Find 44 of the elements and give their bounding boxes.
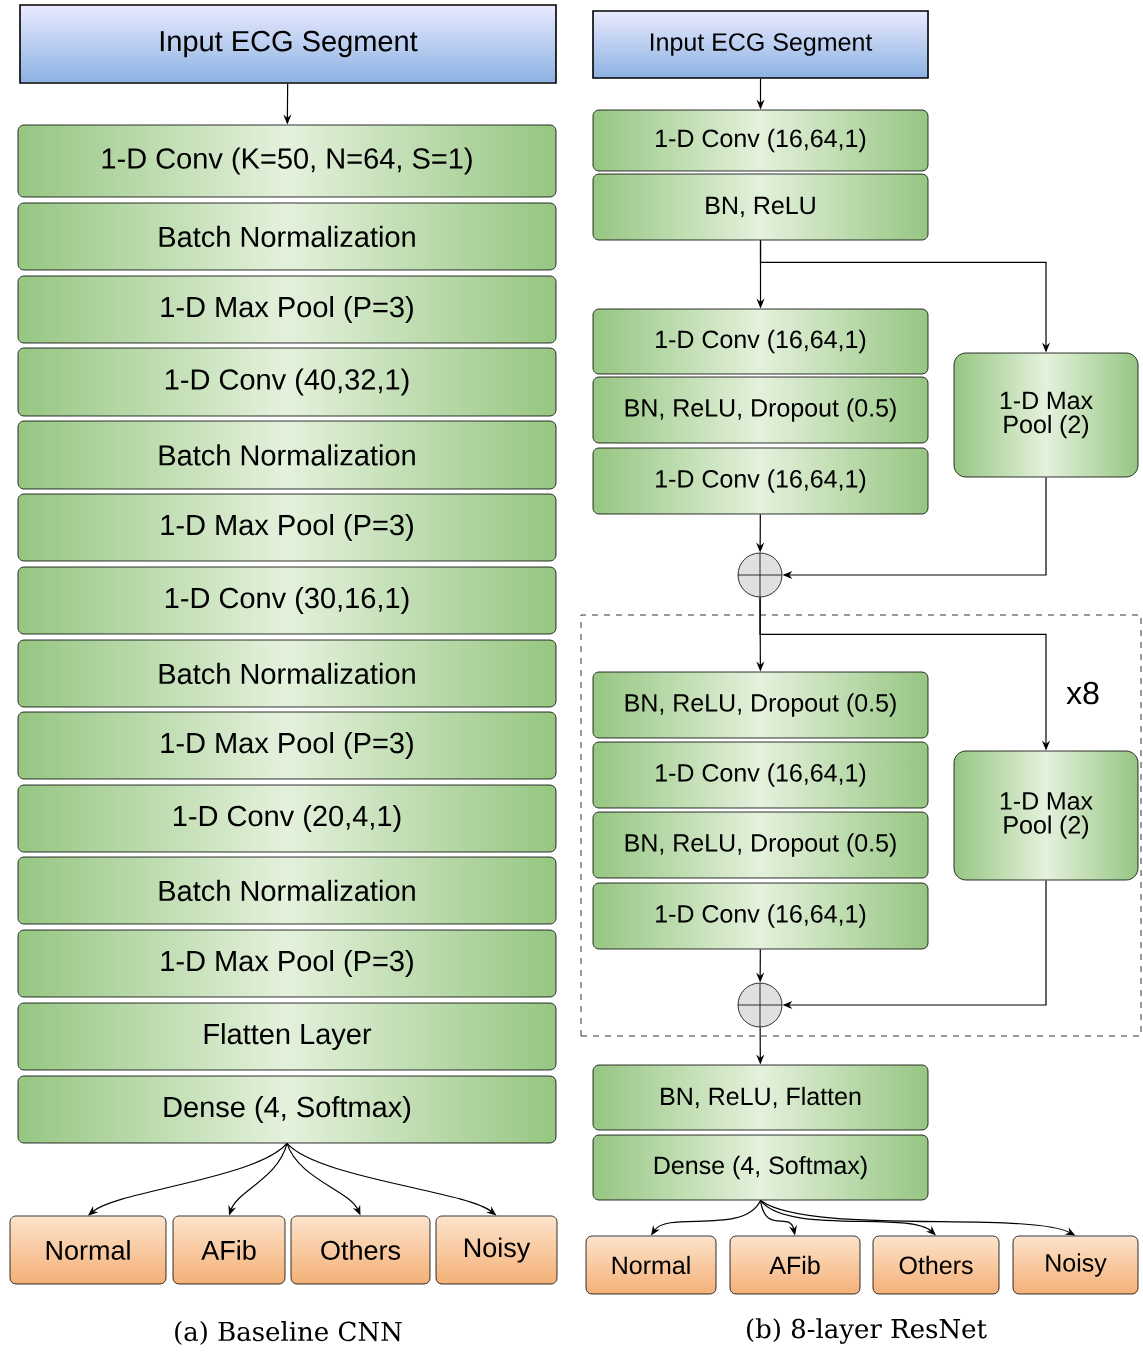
layer-box: BN, ReLU, Dropout (0.5) [592, 671, 929, 739]
layer-box: 1-D Conv (40,32,1) [17, 347, 557, 417]
caption: (b) 8-layer ResNet [747, 1318, 987, 1344]
layer-box: 1-D Max Pool (P=3) [17, 711, 557, 780]
pooling-box: 1-D Max Pool (2) [953, 750, 1139, 881]
layer-box: 1-D Conv (16,64,1) [592, 882, 929, 950]
output-box: Others [872, 1235, 1000, 1295]
layer-box: Batch Normalization [17, 202, 557, 271]
addition-circle [737, 552, 783, 598]
layer-box: 1-D Conv (20,4,1) [17, 784, 557, 853]
layer-box: 1-D Conv (16,64,1) [592, 109, 929, 172]
arrow [88, 1142, 288, 1216]
arrow [759, 1199, 936, 1236]
input-box: Input ECG Segment [592, 10, 929, 79]
output-box: Normal [9, 1215, 167, 1285]
layer-box: BN, ReLU, Dropout (0.5) [592, 376, 929, 444]
output-box: Noisy [1012, 1235, 1139, 1295]
addition-circle [737, 982, 783, 1028]
layer-box: 1-D Conv (16,64,1) [592, 447, 929, 515]
layer-box: BN, ReLU [592, 173, 929, 241]
repeat-count: x8 [1066, 681, 1099, 705]
layer-box: 1-D Max Pool (P=3) [17, 493, 557, 562]
layer-box: BN, ReLU, Dropout (0.5) [592, 811, 929, 879]
layer-box: Flatten Layer [17, 1002, 557, 1071]
layer-box: BN, ReLU, Flatten [592, 1064, 929, 1131]
output-box: Others [290, 1215, 431, 1285]
layer-box: 1-D Conv (16,64,1) [592, 308, 929, 375]
layer-box: Batch Normalization [17, 639, 557, 708]
output-box: Normal [585, 1235, 717, 1295]
layer-box: Batch Normalization [17, 420, 557, 490]
layer-box: 1-D Conv (K=50, N=64, S=1) [17, 124, 557, 198]
layer-box: 1-D Max Pool (P=3) [17, 275, 557, 344]
pooling-box: 1-D Max Pool (2) [953, 352, 1139, 478]
output-box: AFib [172, 1215, 286, 1285]
layer-box: Batch Normalization [17, 856, 557, 925]
layer-box: 1-D Conv (16,64,1) [592, 741, 929, 809]
caption: (a) Baseline CNN [175, 1321, 402, 1345]
layer-box: Dense (4, Softmax) [17, 1075, 557, 1144]
input-box: Input ECG Segment [19, 4, 557, 84]
layer-box: Dense (4, Softmax) [592, 1134, 929, 1201]
output-box: Noisy [435, 1215, 558, 1285]
layer-box: 1-D Conv (30,16,1) [17, 566, 557, 635]
layer-box: 1-D Max Pool (P=3) [17, 929, 557, 998]
output-box: AFib [729, 1235, 861, 1295]
